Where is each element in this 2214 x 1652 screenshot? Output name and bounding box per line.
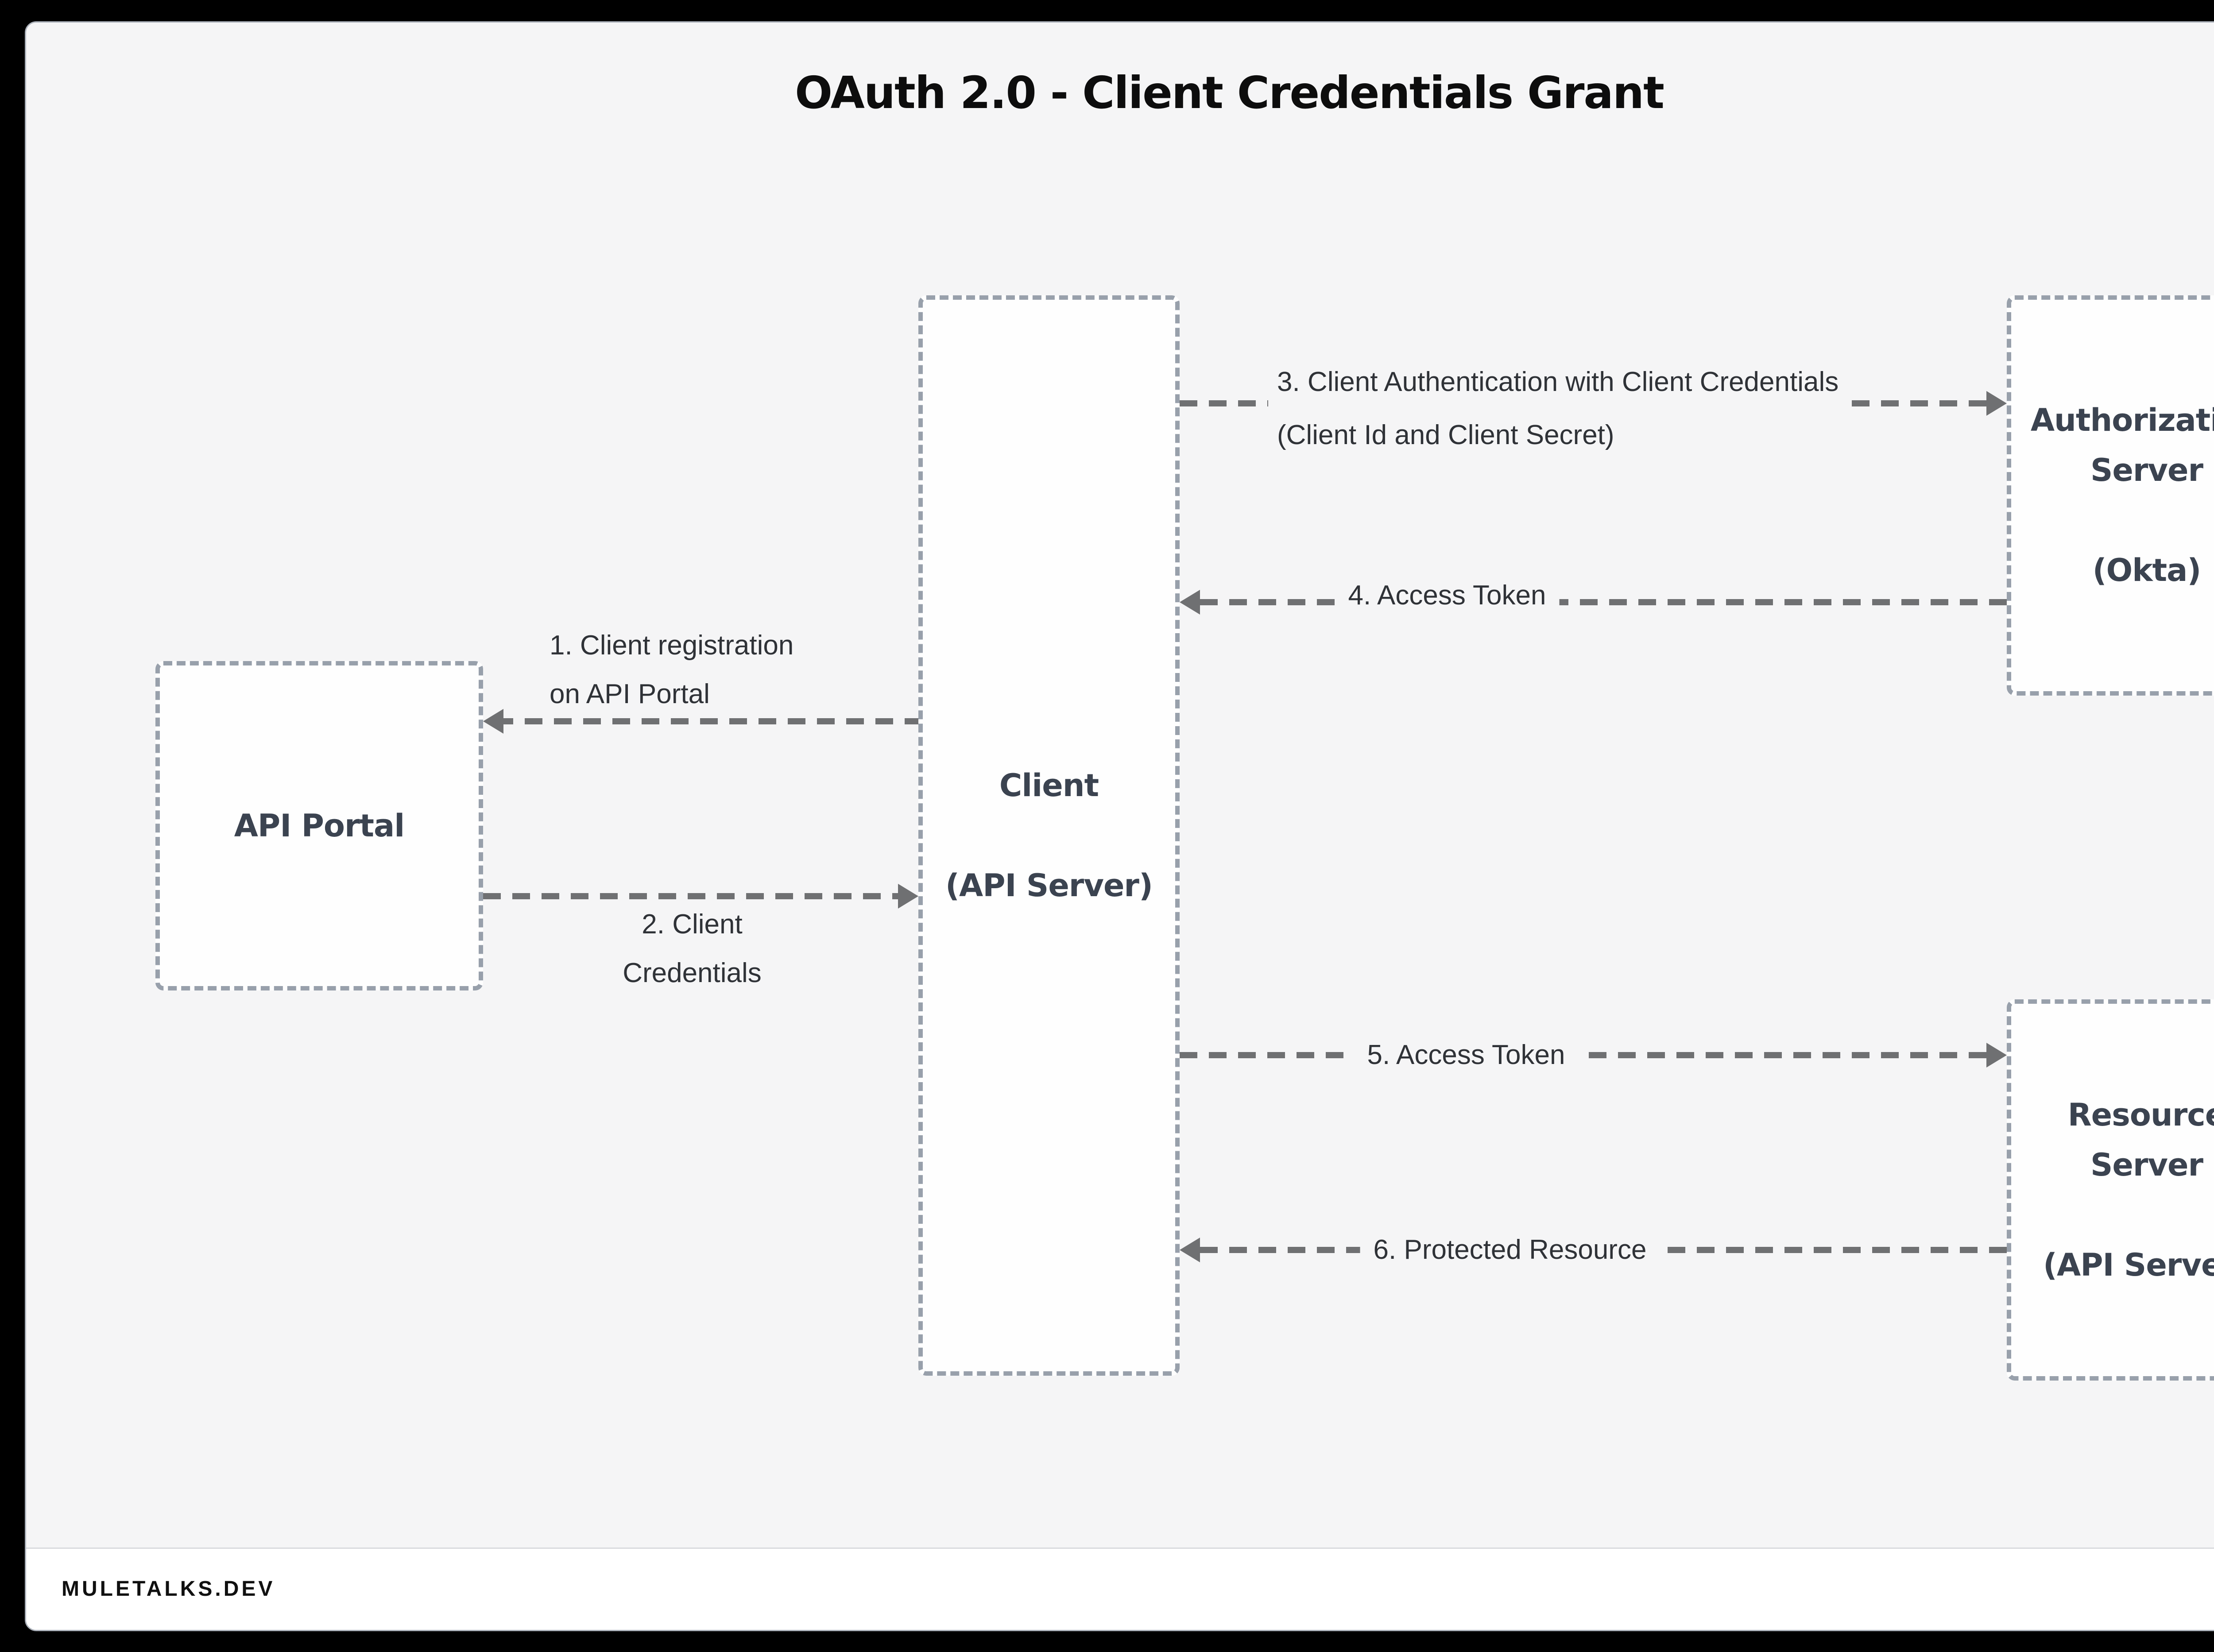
arrow-4-head-left-icon	[1180, 590, 1200, 615]
node-client-subtitle: (API Server)	[945, 867, 1153, 904]
arrow-1-head-left-icon	[483, 709, 503, 734]
node-client: Client (API Server)	[918, 295, 1180, 1376]
node-api-portal-label: API Portal	[234, 807, 405, 844]
arrow-1-label-line2: on API Portal	[550, 679, 710, 709]
site-url: MULETALKS.DEV	[62, 1577, 275, 1601]
arrow-5-label: 5. Access Token	[1354, 1031, 1579, 1079]
arrow-3-label-line2: (Client Id and Client Secret)	[1277, 420, 1614, 450]
arrow-6-head-left-icon	[1180, 1238, 1200, 1262]
footer: MULETALKS.DEV M MULE TALKS	[26, 1548, 2214, 1630]
node-auth-subtitle: (Okta)	[2092, 552, 2202, 588]
arrow-4-line	[1200, 599, 2007, 605]
arrow-1-label-line1: 1. Client registration	[550, 630, 794, 661]
arrow-5-head-right-icon	[1986, 1043, 2007, 1068]
node-resource-server: Resource Server (API Server)	[2007, 999, 2214, 1381]
diagram-title: OAuth 2.0 - Client Credentials Grant	[795, 67, 1664, 119]
node-client-name: Client	[999, 767, 1099, 804]
node-auth-line1: Authorization	[2030, 402, 2214, 438]
node-authorization-server: Authorization Server (Okta)	[2007, 295, 2214, 696]
arrow-2-head-right-icon	[898, 884, 918, 909]
arrow-3-label: 3. Client Authentication with Client Cre…	[1268, 356, 1848, 462]
arrow-4-label: 4. Access Token	[1335, 571, 1560, 620]
arrow-3-head-right-icon	[1986, 391, 2007, 416]
arrow-2-label: 2. Client Credentials	[559, 900, 825, 998]
node-api-portal: API Portal	[155, 661, 483, 990]
diagram-card: OAuth 2.0 - Client Credentials Grant API…	[25, 21, 2214, 1631]
node-resource-line2: Server	[2090, 1146, 2203, 1183]
node-resource-line1: Resource	[2067, 1096, 2214, 1133]
arrow-5-line	[1180, 1052, 1986, 1058]
node-auth-line2: Server	[2090, 452, 2203, 488]
arrow-2-label-line1: 2. Client	[642, 909, 743, 940]
arrow-2-line	[483, 893, 898, 899]
node-resource-subtitle: (API Server)	[2043, 1246, 2214, 1283]
arrow-1-line	[495, 718, 918, 724]
arrow-1-label: 1. Client registration on API Portal	[550, 621, 793, 719]
arrow-6-label: 6. Protected Resource	[1360, 1226, 1660, 1274]
arrow-3-label-line1: 3. Client Authentication with Client Cre…	[1277, 367, 1839, 397]
arrow-2-label-line2: Credentials	[623, 958, 762, 988]
